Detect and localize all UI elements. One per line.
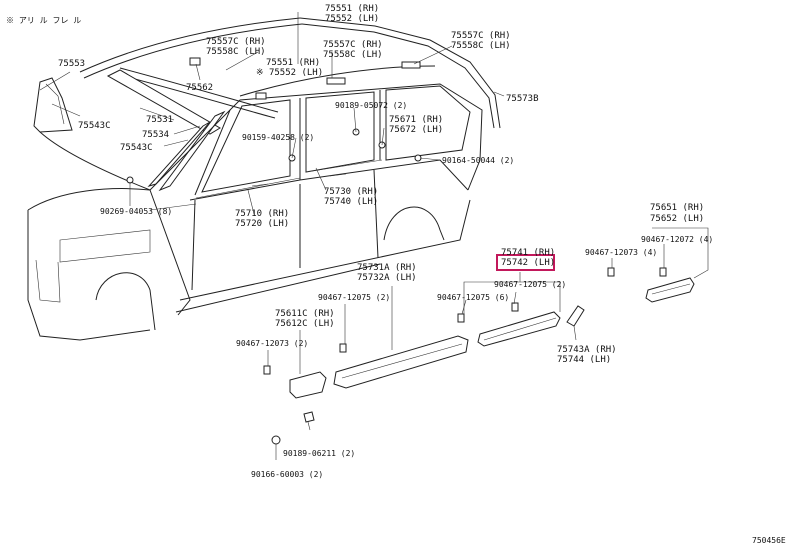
part-label-75557c-rh-c[interactable]: 75557C (RH) <box>451 31 511 41</box>
part-label-75573b[interactable]: 75573B <box>506 94 539 104</box>
part-label-75543c-a[interactable]: 75543C <box>78 121 111 131</box>
part-label-90166-60003[interactable]: 90166-60003 (2) <box>251 470 324 479</box>
part-label-75557c-rh-a[interactable]: 75557C (RH) <box>206 37 266 47</box>
part-label-75651-rh[interactable]: 75651 (RH) <box>650 203 705 213</box>
part-label-90164-50044[interactable]: 90164-50044 (2) <box>442 156 515 165</box>
part-label-75744-lh[interactable]: 75744 (LH) <box>557 355 612 365</box>
part-label-75731a-rh[interactable]: 75731A (RH) <box>357 263 417 273</box>
highlight-box <box>496 254 555 271</box>
part-label-75543c-b[interactable]: 75543C <box>120 143 153 153</box>
part-label-75558c-lh-a[interactable]: 75558C (LH) <box>206 47 266 57</box>
part-label-75553[interactable]: 75553 <box>58 59 86 69</box>
part-label-90467-12073-2[interactable]: 90467-12073 (2) <box>236 339 309 348</box>
part-label-75672-lh[interactable]: 75672 (LH) <box>389 125 444 135</box>
part-label-90159-40258[interactable]: 90159-40258 (2) <box>242 133 315 142</box>
part-label-75671-rh[interactable]: 75671 (RH) <box>389 115 444 125</box>
part-label-75552-lh[interactable]: 75552 (LH) <box>325 14 380 24</box>
part-label-90467-12075-2b[interactable]: 90467-12075 (2) <box>494 280 567 289</box>
diagram-code: 750456E <box>752 536 786 545</box>
part-label-90467-12075-6[interactable]: 90467-12075 (6) <box>437 293 510 302</box>
part-label-75720-lh[interactable]: 75720 (LH) <box>235 219 290 229</box>
part-label-75743a-rh[interactable]: 75743A (RH) <box>557 345 617 355</box>
part-label-75742-lh[interactable]: 75742 (LH) <box>501 258 556 268</box>
part-label-75558c-lh-b[interactable]: 75558C (LH) <box>323 50 383 60</box>
part-label-75741-rh[interactable]: 75741 (RH) <box>501 248 556 258</box>
part-label-75652-lh[interactable]: 75652 (LH) <box>650 214 705 224</box>
side-molding-left-graphic <box>33 69 221 135</box>
part-label-75531[interactable]: 75531 <box>146 115 174 125</box>
part-label-75558c-lh-c[interactable]: 75558C (LH) <box>451 41 511 51</box>
part-label-75534[interactable]: 75534 <box>142 130 170 140</box>
part-label-90189-06211[interactable]: 90189-06211 (2) <box>283 449 356 458</box>
part-label-75551-rh[interactable]: 75551 (RH) <box>325 4 380 14</box>
car-body-graphic <box>27 83 483 341</box>
part-label-75557c-rh-b[interactable]: 75557C (RH) <box>323 40 383 50</box>
part-label-90269-04053[interactable]: 90269-04053 (8) <box>100 207 173 216</box>
header-note: ※ アリ ル フレ ル <box>6 16 82 25</box>
rocker-molding-graphic <box>289 277 695 423</box>
exploded-clips-graphic <box>263 267 667 445</box>
part-label-75611c-rh[interactable]: 75611C (RH) <box>275 309 335 319</box>
part-label-90467-12075-2a[interactable]: 90467-12075 (2) <box>318 293 391 302</box>
roof-rail-graphic <box>79 17 501 129</box>
part-label-75740-lh[interactable]: 75740 (LH) <box>324 197 379 207</box>
part-label-75562[interactable]: 75562 <box>186 83 214 93</box>
part-label-90467-12072-4[interactable]: 90467-12072 (4) <box>641 235 714 244</box>
part-label-75730-rh[interactable]: 75730 (RH) <box>324 187 379 197</box>
part-label-75732a-lh[interactable]: 75732A (LH) <box>357 273 417 283</box>
part-label-75710-rh[interactable]: 75710 (RH) <box>235 209 290 219</box>
body-door-molding-graphic <box>195 159 383 199</box>
part-label-90467-12073-4[interactable]: 90467-12073 (4) <box>585 248 658 257</box>
part-label-75552-lh-b[interactable]: ※ 75552 (LH) <box>256 68 324 78</box>
leader-lines <box>39 12 709 460</box>
part-label-75551-rh-b[interactable]: 75551 (RH) <box>266 58 321 68</box>
part-label-90189-05072[interactable]: 90189-05072 (2) <box>335 101 408 110</box>
part-label-75612c-lh[interactable]: 75612C (LH) <box>275 319 335 329</box>
